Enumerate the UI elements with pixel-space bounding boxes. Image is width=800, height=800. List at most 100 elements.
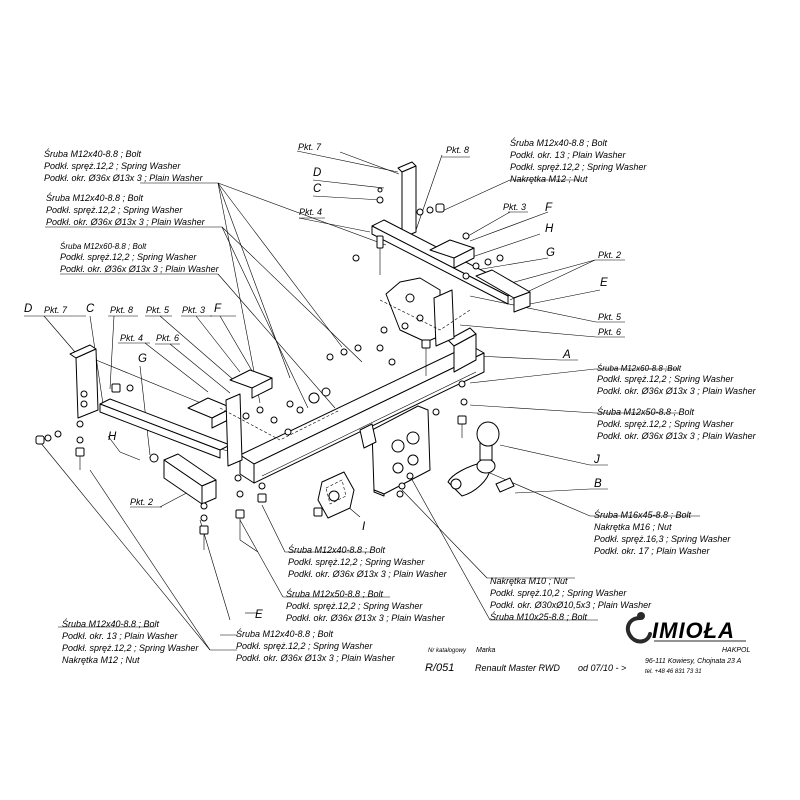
callout-right-2: Śruba M12x50-8.8 ; Bolt Podkł. spręż.12,… [597, 406, 757, 441]
letter-c-left: C [86, 303, 95, 315]
letter-h-top: H [545, 223, 554, 235]
pkt-4-top: Pkt. 4 [299, 207, 322, 217]
pkt-labels: Pkt. 7 Pkt. 8 Pkt. 4 Pkt. 3 Pkt. 2 Pkt. … [44, 142, 622, 507]
logo-hook-icon [625, 616, 652, 644]
callout-top-left-2: Śruba M12x40-8.8 ; Bolt Podkł. spręż.12,… [46, 192, 206, 227]
letter-d-top: D [313, 167, 321, 179]
svg-text:Śruba M12x50-8.8 ; Bolt: Śruba M12x50-8.8 ; Bolt [597, 406, 695, 417]
svg-text:Podkł. spręż.12,2 ; Spring Was: Podkł. spręż.12,2 ; Spring Washer [288, 557, 425, 567]
company-address: 96-111 Kowiesy, Chojnata 23 A [645, 658, 742, 665]
svg-text:Śruba M12x60-8.8 ; Bolt: Śruba M12x60-8.8 ; Bolt [60, 242, 147, 251]
left-side-bracket [69, 344, 241, 459]
svg-text:Śruba M12x50-8.8 ; Bolt: Śruba M12x50-8.8 ; Bolt [286, 588, 384, 599]
svg-text:Śruba M10x25-8.8 ; Bolt: Śruba M10x25-8.8 ; Bolt [490, 611, 588, 622]
svg-text:Podkł. spręż.12,2 ; Spring Was: Podkł. spręż.12,2 ; Spring Washer [46, 205, 183, 215]
center-mounting-plate [359, 405, 431, 497]
svg-text:Śruba M12x40-8.8 ; Bolt: Śruba M12x40-8.8 ; Bolt [44, 148, 142, 159]
letter-a: A [562, 349, 571, 361]
pkt-3-left: Pkt. 3 [182, 305, 205, 315]
svg-text:Podkł. okr. 13 ; Plain Washer: Podkł. okr. 13 ; Plain Washer [62, 631, 179, 641]
svg-text:Śruba M12x40-8.8 ; Bolt: Śruba M12x40-8.8 ; Bolt [62, 618, 160, 629]
callout-right-3: Śruba M16x45-8.8 ; Bolt Nakrętka M16 ; N… [594, 509, 731, 556]
svg-text:Podkł. okr. Ø36x Ø13x 3 ; Pla: Podkł. okr. Ø36x Ø13x 3 ; Plain Washer [288, 569, 448, 579]
leader-lines [24, 150, 700, 651]
pkt-4-left: Pkt. 4 [120, 333, 143, 343]
svg-text:Podkł. spręż.12,2 ; Spring Was: Podkł. spręż.12,2 ; Spring Washer [597, 419, 734, 429]
letter-j: J [593, 454, 600, 466]
pkt-8-top: Pkt. 8 [446, 145, 469, 155]
letter-f-left: F [214, 303, 222, 315]
svg-text:Nakrętka M16 ; Nut: Nakrętka M16 ; Nut [594, 522, 672, 532]
company-phone: tel. +48 46 831 73 31 [645, 669, 702, 675]
left-lower-plate [163, 453, 217, 505]
callout-bottom-left: Śruba M12x40-8.8 ; Bolt Podkł. okr. 13 ;… [62, 618, 199, 665]
svg-text:Podkł. spręż.12,2 ; Spring Was: Podkł. spręż.12,2 ; Spring Washer [597, 374, 734, 384]
svg-text:Podkł. spręż.12,2 ; Spring Was: Podkł. spręż.12,2 ; Spring Washer [286, 601, 423, 611]
pkt-3-top: Pkt. 3 [503, 202, 526, 212]
tow-ball [447, 421, 515, 497]
letter-f-top: F [545, 202, 553, 214]
svg-text:Podkł. okr. Ø36x Ø13x 3 ; Pla: Podkł. okr. Ø36x Ø13x 3 ; Plain Washer [46, 217, 206, 227]
letter-c-top: C [313, 183, 322, 195]
svg-text:Podkł. okr. 17 ; Plain Washer: Podkł. okr. 17 ; Plain Washer [594, 546, 711, 556]
svg-text:Podkł. spręż.16,3 ; Spring Was: Podkł. spręż.16,3 ; Spring Washer [594, 534, 731, 544]
svg-text:Podkł. okr. Ø36x Ø13x 3 ; Pla: Podkł. okr. Ø36x Ø13x 3 ; Plain Washer [286, 613, 446, 623]
letter-e-bottom: E [255, 609, 263, 621]
svg-text:Podkł. spręż.12,2 ; Spring Was: Podkł. spręż.12,2 ; Spring Washer [62, 643, 199, 653]
pkt-7-left: Pkt. 7 [44, 305, 68, 315]
letter-i: I [362, 521, 366, 533]
pkt-8-left: Pkt. 8 [110, 305, 133, 315]
callout-bottom-center-3: Śruba M12x40-8.8 ; Bolt Podkł. spręż.12,… [236, 628, 396, 663]
letter-e-top: E [600, 277, 608, 289]
svg-text:Śruba M12x40-8.8 ; Bolt: Śruba M12x40-8.8 ; Bolt [288, 544, 386, 555]
svg-text:Podkł. okr. Ø30xØ10,5x3 ; Plai: Podkł. okr. Ø30xØ10,5x3 ; Plain Washer [490, 600, 652, 610]
letter-d-left: D [24, 303, 32, 315]
svg-text:Śruba M16x45-8.8 ; Bolt: Śruba M16x45-8.8 ; Bolt [594, 509, 692, 520]
svg-text:Śruba M12x40-8.8 ; Bolt: Śruba M12x40-8.8 ; Bolt [46, 192, 144, 203]
catalog-label: Nr katalogowy [428, 648, 467, 654]
svg-text:Podkł. okr. Ø36x Ø13x 3 ; Pla: Podkł. okr. Ø36x Ø13x 3 ; Plain Washer [597, 431, 757, 441]
pkt-5-left: Pkt. 5 [146, 305, 170, 315]
svg-text:Podkł. okr. 13 ; Plain Washer: Podkł. okr. 13 ; Plain Washer [510, 150, 627, 160]
logo-text: IMIOŁA [652, 618, 735, 643]
fasteners [35, 187, 504, 550]
catalog-number: R/051 [425, 662, 454, 674]
svg-text:Podkł. okr. Ø36x Ø13x 3 ; Pla: Podkł. okr. Ø36x Ø13x 3 ; Plain Washer [597, 386, 757, 396]
callout-bottom-right: Nakrętka M10 ; Nut Podkł. spręż.10,2 ; S… [490, 576, 652, 622]
svg-text:Podkł. spręż.12,2 ; Spring Was: Podkł. spręż.12,2 ; Spring Washer [510, 162, 647, 172]
pkt-6-left: Pkt. 6 [156, 333, 179, 343]
svg-text:Podkł. okr. Ø36x Ø13x 3 ; Pla: Podkł. okr. Ø36x Ø13x 3 ; Plain Washer [44, 173, 204, 183]
callout-right-1: Śruba M12x60-8.8 ;Bolt Podkł. spręż.12,2… [597, 364, 757, 396]
logo-sub: HAKPOL [722, 647, 751, 654]
svg-text:Podkł. spręż.12,2 ; Spring Was: Podkł. spręż.12,2 ; Spring Washer [60, 252, 197, 262]
pkt-7-top: Pkt. 7 [298, 142, 322, 152]
svg-text:Śruba M12x40-8.8 ; Bolt: Śruba M12x40-8.8 ; Bolt [236, 628, 334, 639]
pkt-5-right: Pkt. 5 [598, 312, 622, 322]
pkt-6-right: Pkt. 6 [598, 327, 621, 337]
vehicle-model: Renault Master RWD [475, 663, 560, 673]
electrical-socket-plate [317, 471, 355, 519]
pkt-2-top: Pkt. 2 [598, 250, 621, 260]
svg-text:Nakrętka M10 ; Nut: Nakrętka M10 ; Nut [490, 576, 568, 586]
title-block: Nr katalogowy Marka R/051 Renault Master… [425, 647, 626, 674]
left-tie-plate [187, 369, 273, 467]
letter-b: B [594, 478, 602, 490]
svg-text:Podkł. spręż.12,2 ; Spring Was: Podkł. spręż.12,2 ; Spring Washer [44, 161, 181, 171]
callout-top-left-1: Śruba M12x40-8.8 ; Bolt Podkł. spręż.12,… [44, 148, 204, 183]
right-side-bracket [371, 161, 531, 347]
part-letters: D C F H G E A J B D C F G H I E [24, 167, 608, 621]
svg-text:Nakrętka M12 ; Nut: Nakrętka M12 ; Nut [510, 174, 588, 184]
svg-text:Nakrętka M12 ; Nut: Nakrętka M12 ; Nut [62, 655, 140, 665]
pkt-2-left: Pkt. 2 [130, 497, 153, 507]
callout-top-left-3: Śruba M12x60-8.8 ; Bolt Podkł. spręż.12,… [60, 242, 220, 274]
make-label: Marka [476, 647, 496, 654]
since-date: od 07/10 - > [578, 663, 626, 673]
callout-bottom-center-1: Śruba M12x40-8.8 ; Bolt Podkł. spręż.12,… [288, 544, 448, 579]
svg-text:Śruba M12x60-8.8 ;Bolt: Śruba M12x60-8.8 ;Bolt [597, 364, 682, 373]
letter-h-left: H [108, 431, 117, 443]
hitch-crossbar [239, 327, 485, 484]
svg-text:Podkł. okr. Ø36x Ø13x 3 ; Pla: Podkł. okr. Ø36x Ø13x 3 ; Plain Washer [236, 653, 396, 663]
svg-text:Śruba M12x40-8.8 ; Bolt: Śruba M12x40-8.8 ; Bolt [510, 137, 608, 148]
svg-text:Podkł. okr. Ø36x Ø13x 3 ; Pla: Podkł. okr. Ø36x Ø13x 3 ; Plain Washer [60, 264, 220, 274]
